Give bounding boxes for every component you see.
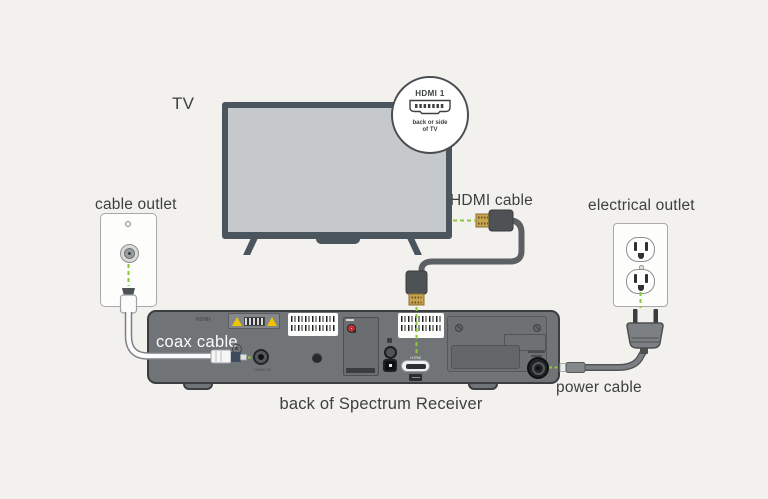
screw-icon <box>455 324 463 332</box>
receiver-caption: back of Spectrum Receiver <box>279 395 483 413</box>
spectrum-receiver: HDMI coax cable HDMI <box>147 310 560 384</box>
coax-connector-tip <box>122 288 135 296</box>
tv <box>222 102 452 239</box>
panel-micro-label <box>346 319 354 321</box>
hdmi-port-label: HDMI <box>410 355 422 360</box>
screw-icon <box>533 324 541 332</box>
coax-plug-pin <box>240 354 247 361</box>
hdmi-cable <box>405 209 525 357</box>
coax-plug-collar <box>231 352 241 362</box>
hdmi-connector-tip <box>408 293 425 306</box>
usb-port <box>409 374 422 381</box>
cable-outlet-label: cable outlet <box>95 196 177 213</box>
power-port-ring <box>531 361 545 375</box>
receiver-access-panel <box>447 316 547 372</box>
barcode-sticker <box>288 313 338 336</box>
plug-neck <box>640 348 648 354</box>
barcode-row <box>291 325 335 331</box>
tv-label: TV <box>172 94 195 113</box>
coax-jack-icon <box>120 244 139 263</box>
cable-in-label: CABLE IN <box>253 368 271 372</box>
power-cable <box>549 292 664 373</box>
hdmi1-callout: HDMI 1 back or side of TV <box>391 76 469 154</box>
receiver-hdmi-embossed: HDMI <box>196 317 211 323</box>
barcode-row <box>401 325 441 331</box>
hdmi-connector-tip <box>475 213 490 228</box>
outlet-slot-icon <box>644 242 648 251</box>
outlet-receptacle-top <box>626 237 655 262</box>
plug-prong <box>633 309 638 325</box>
outlet-receptacle-bottom <box>626 269 655 294</box>
warning-icon <box>267 316 277 326</box>
coax-connector-body <box>119 294 138 314</box>
audio-port <box>384 346 397 359</box>
electrical-outlet-label: electrical outlet <box>588 197 695 214</box>
outlet-slot-icon <box>633 274 637 283</box>
warning-sticker-barcode <box>244 317 265 326</box>
power-port-label <box>531 355 542 357</box>
rca-port-icon <box>348 325 356 333</box>
barcode-row <box>291 316 335 322</box>
optical-audio-port <box>383 359 397 372</box>
coax-cable-outline <box>124 312 211 360</box>
component-ports-panel <box>343 317 379 376</box>
power-plug-pin <box>559 363 567 372</box>
outlet-ground-icon <box>638 253 644 259</box>
coax-cable-label: coax cable <box>156 333 238 351</box>
power-plug-body <box>626 322 664 349</box>
plug-prong <box>653 309 658 325</box>
tv-stand-tab <box>316 237 360 244</box>
power-cable-label: power cable <box>556 379 642 396</box>
audio-port-nub <box>387 338 392 343</box>
barcode-sticker <box>398 313 444 338</box>
hdmi1-callout-note2: of TV <box>422 127 438 133</box>
outlet-ground-icon <box>638 285 644 291</box>
output-label-strip <box>346 368 375 373</box>
outlet-slot-icon <box>644 274 648 283</box>
power-barrel-connector <box>565 362 586 373</box>
warning-icon <box>232 316 242 326</box>
electrical-outlet-plate <box>613 223 668 307</box>
coax-cable <box>119 264 252 364</box>
power-cable-line <box>585 349 646 370</box>
power-port <box>527 357 549 379</box>
warning-sticker <box>228 313 280 329</box>
hdmi-cable-line <box>418 217 525 273</box>
barcode-row <box>401 316 441 322</box>
vent-hole <box>312 353 322 363</box>
hdmi-connector-body <box>488 209 514 232</box>
coax-jack-pin <box>127 251 131 255</box>
outlet-slot-icon <box>633 242 637 251</box>
hdmi1-callout-note1: back or side <box>412 120 448 126</box>
screw-icon <box>125 221 131 227</box>
coax-cable-line <box>126 312 211 359</box>
hdmi-port <box>401 360 430 372</box>
hdmi-connector-body <box>405 270 428 295</box>
hdmi-port-icon <box>409 99 451 115</box>
hdmi1-callout-title: HDMI 1 <box>415 89 445 98</box>
panel-inner-plate <box>451 345 520 369</box>
power-port-label <box>528 351 545 353</box>
power-port-pin <box>536 366 540 370</box>
cable-in-port <box>253 349 269 365</box>
hdmi-port-slot <box>405 364 426 369</box>
hdmi-cable-label: HDMI cable <box>450 192 533 209</box>
